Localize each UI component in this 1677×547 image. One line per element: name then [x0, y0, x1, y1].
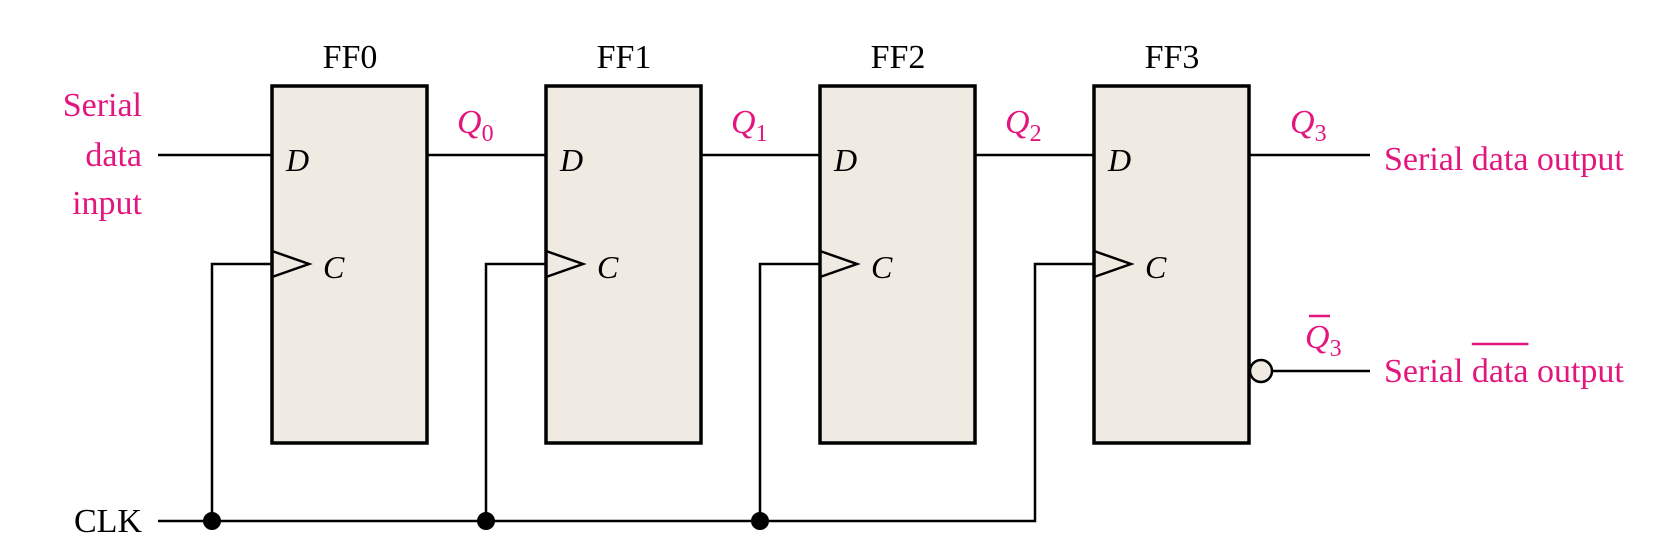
- flip-flop-ff1: FF1 D C Q1: [544, 39, 768, 445]
- clk-wire-ff2: [758, 262, 820, 521]
- clk-label: CLK: [74, 503, 142, 540]
- clk-junction-ff2: [751, 512, 769, 530]
- inversion-bubble: [1248, 358, 1274, 384]
- q1-base: Q: [731, 104, 756, 141]
- ff2-d-pin: D: [833, 142, 857, 178]
- serial-data-output-label: Serial data output: [1384, 141, 1624, 178]
- q3-base: Q: [1290, 104, 1315, 141]
- ff3-clock-triangle: [1093, 249, 1135, 279]
- q1-sub: 1: [756, 121, 768, 147]
- flip-flop-ff0: FF0 D C Q0: [270, 39, 494, 445]
- ff0-d-pin: D: [285, 142, 309, 178]
- complement-after: output: [1528, 353, 1624, 390]
- input-label-line1: Serial: [63, 87, 142, 124]
- ff0-c-pin: C: [323, 249, 345, 285]
- flip-flop-ff2: FF2 D C Q2: [818, 39, 1042, 445]
- ff3-name: FF3: [1145, 39, 1200, 76]
- q2-sub: 2: [1030, 121, 1042, 147]
- q3-bar-sub: 3: [1330, 336, 1342, 362]
- ff3-d-pin: D: [1107, 142, 1131, 178]
- clk-junction-ff0: [203, 512, 221, 530]
- complement-before: Serial: [1384, 353, 1472, 390]
- q3-bar-base: Q: [1305, 319, 1330, 356]
- q3-bar-label: Q3: [1305, 319, 1342, 362]
- q2-base: Q: [1005, 104, 1030, 141]
- complement-overlined-word: data: [1472, 353, 1529, 390]
- q3-sub: 3: [1315, 121, 1327, 147]
- serial-data-input-label: Serial data input: [63, 87, 143, 222]
- ff2-box: [818, 84, 977, 445]
- ff1-output-label: Q1: [731, 104, 768, 147]
- clk-wire-ff1: [484, 262, 546, 521]
- ff1-name: FF1: [597, 39, 652, 76]
- input-label-line3: input: [72, 185, 142, 222]
- serial-data-complement-output-label: Serial data output: [1384, 353, 1624, 390]
- ff0-box: [270, 84, 429, 445]
- ff1-c-pin: C: [597, 249, 619, 285]
- ff3-box: [1092, 84, 1251, 445]
- clk-junction-ff1: [477, 512, 495, 530]
- ff0-output-label: Q0: [457, 104, 494, 147]
- flip-flop-ff3: FF3 D C Q3: [1092, 39, 1327, 445]
- q0-sub: 0: [482, 121, 494, 147]
- ff2-c-pin: C: [871, 249, 893, 285]
- q0-base: Q: [457, 104, 482, 141]
- ff2-output-label: Q2: [1005, 104, 1042, 147]
- input-label-line2: data: [85, 137, 142, 174]
- ff1-d-pin: D: [559, 142, 583, 178]
- ff2-clock-triangle: [819, 249, 861, 279]
- clk-bus-wire: [158, 262, 1094, 523]
- ff3-c-pin: C: [1145, 249, 1167, 285]
- ff0-clock-triangle: [271, 249, 313, 279]
- ff3-output-label: Q3: [1290, 104, 1327, 147]
- clk-wire-ff0: [210, 262, 272, 521]
- ff1-clock-triangle: [545, 249, 587, 279]
- ff0-name: FF0: [323, 39, 378, 76]
- ff1-box: [544, 84, 703, 445]
- ff2-name: FF2: [871, 39, 926, 76]
